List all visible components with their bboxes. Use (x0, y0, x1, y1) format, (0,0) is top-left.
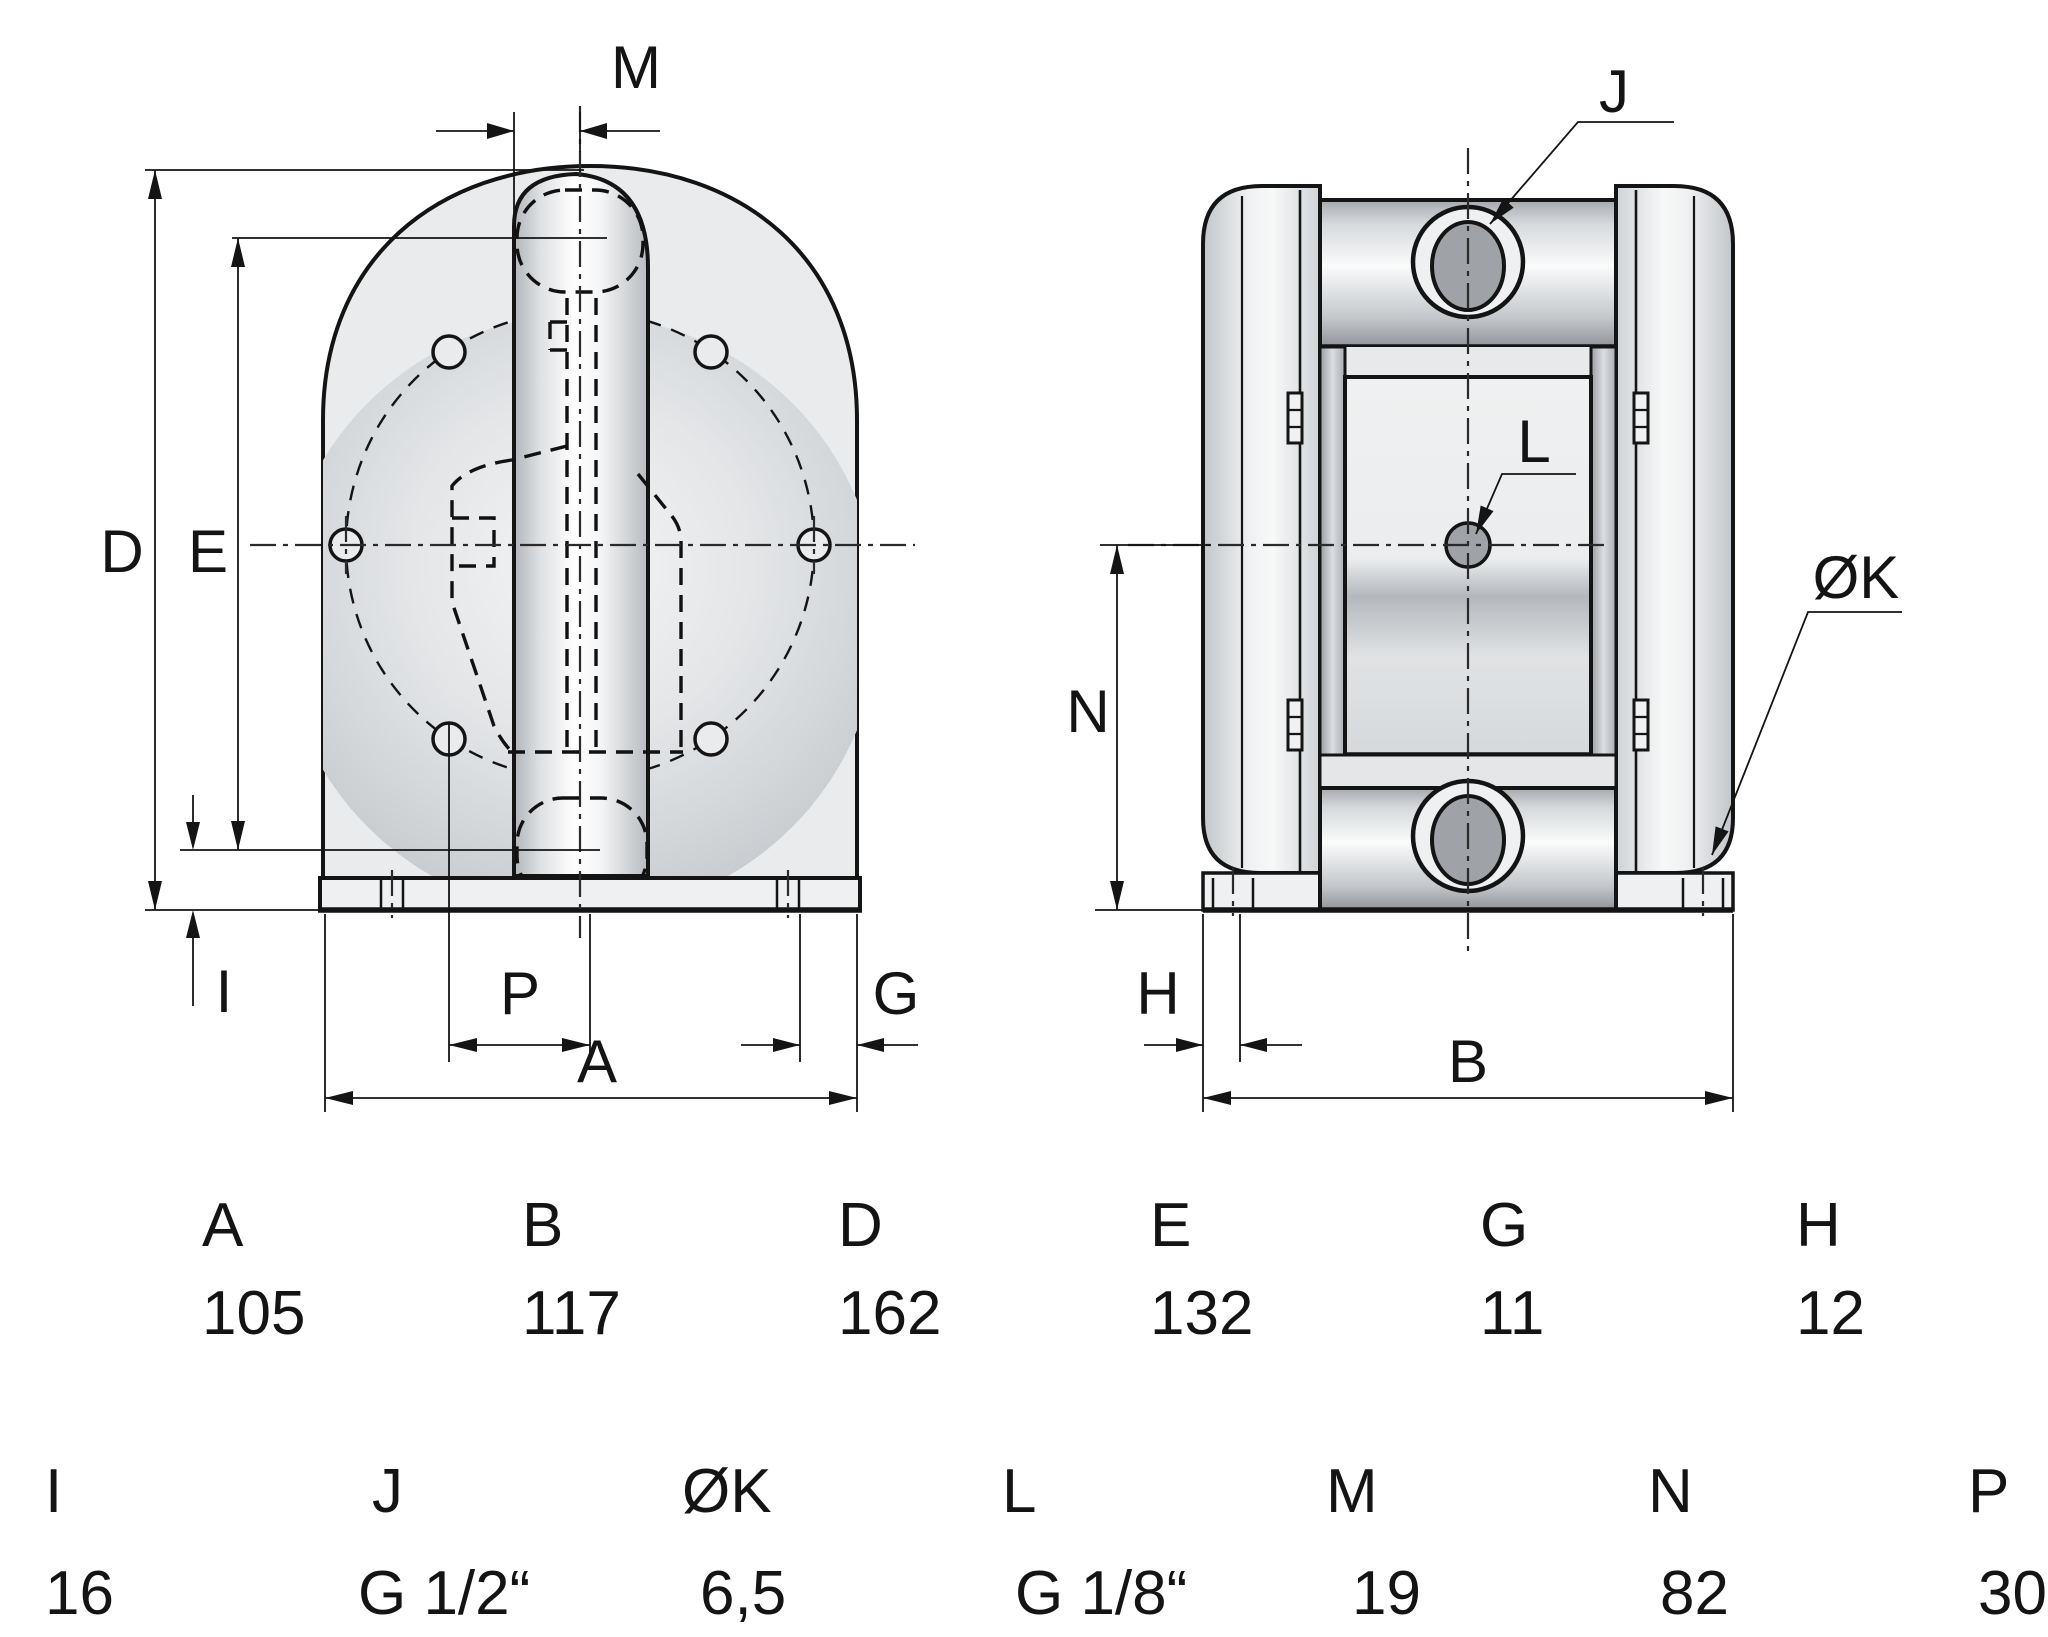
table-label: L (1002, 1457, 1036, 1526)
cover-bolts (1286, 391, 1650, 752)
table-label: P (1968, 1457, 2009, 1526)
bolt-hole (693, 721, 729, 757)
table-value: 117 (522, 1279, 621, 1348)
dimensions-front: D E I M P (100, 34, 919, 1112)
base-flange-front (318, 870, 862, 918)
table-label: G (1480, 1191, 1528, 1260)
table-value: 6,5 (700, 1559, 786, 1628)
table-label: I (45, 1457, 62, 1526)
right-cover (1614, 184, 1735, 875)
dim-label-a: A (577, 1028, 617, 1095)
dim-label-n: N (1066, 678, 1109, 745)
table-value: 19 (1352, 1559, 1421, 1628)
dim-label-d: D (100, 518, 143, 585)
table-value: 132 (1150, 1279, 1253, 1348)
dim-label-e: E (188, 518, 228, 585)
bolt-hole (693, 334, 729, 370)
dim-label-b: B (1448, 1028, 1488, 1095)
table-value: 16 (45, 1559, 114, 1628)
table-value: 105 (202, 1279, 305, 1348)
table-value: 12 (1796, 1279, 1865, 1348)
table-label: H (1796, 1191, 1841, 1260)
dim-label-k: ØK (1813, 544, 1900, 611)
table-value: 30 (1978, 1559, 2047, 1628)
table-value: G 1/8“ (1015, 1559, 1187, 1628)
dim-label-j: J (1599, 58, 1629, 125)
table-value: 11 (1480, 1279, 1544, 1348)
bolt-hole (431, 334, 467, 370)
table-value: 82 (1660, 1559, 1729, 1628)
table-label: D (838, 1191, 883, 1260)
dimensions-side: N H B J L ØK (1066, 58, 1902, 1112)
left-cover (1201, 184, 1322, 875)
table-value: G 1/2“ (358, 1559, 530, 1628)
table-label: J (372, 1457, 403, 1526)
dimension-table: A B D E G H 105 117 162 132 11 12 I J ØK… (45, 1191, 2047, 1628)
table-label: N (1648, 1457, 1693, 1526)
mounting-feet (1201, 868, 1735, 916)
table-label: M (1326, 1457, 1378, 1526)
dim-label-p: P (500, 960, 540, 1027)
table-label: A (202, 1191, 244, 1260)
dim-label-g: G (873, 960, 920, 1027)
dim-label-h: H (1136, 960, 1179, 1027)
clamp-band-right (1589, 345, 1618, 797)
dim-label-i: I (216, 958, 233, 1025)
front-view: D E I M P (100, 34, 919, 1112)
clamp-band-left (1318, 345, 1347, 797)
table-value: 162 (838, 1279, 941, 1348)
dim-label-l: L (1517, 408, 1550, 475)
table-label: E (1150, 1191, 1191, 1260)
side-view: N H B J L ØK (1066, 58, 1902, 1112)
table-label: ØK (682, 1457, 772, 1526)
dim-label-m: M (611, 34, 661, 101)
table-label: B (522, 1191, 563, 1260)
